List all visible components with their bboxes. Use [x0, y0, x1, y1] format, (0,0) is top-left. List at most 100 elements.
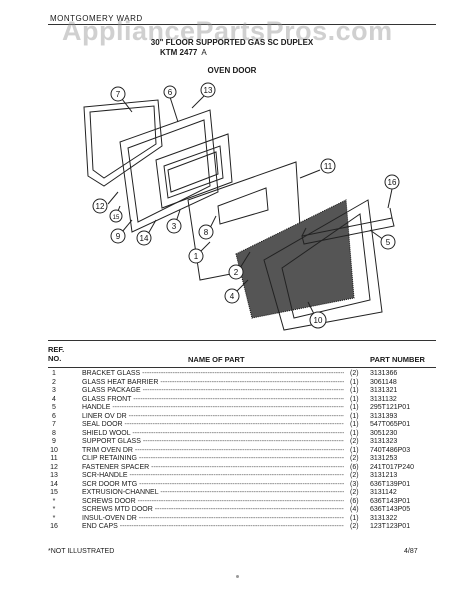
callout-9: 9: [116, 232, 121, 241]
part-number: 3131366: [370, 370, 398, 377]
table-row: 16 END CAPS (2) 123T123P01: [44, 523, 444, 532]
part-ref-number: 13: [50, 472, 58, 479]
liner-part: [119, 109, 219, 233]
part-name: SCR-HANDLE: [82, 472, 344, 481]
part-number: 295T121P01: [370, 404, 411, 411]
part-number: 3051230: [370, 429, 398, 437]
part-number: 740T486P03: [370, 446, 411, 454]
callout-5: 5: [386, 238, 391, 247]
part-name: SCREWS MTD DOOR: [82, 506, 344, 515]
part-name: SHIELD WOOL: [82, 430, 344, 439]
model-description: 30" FLOOR SUPPORTED GAS SC DUPLEX: [150, 38, 314, 47]
part-name: SCREWS DOOR: [82, 498, 344, 507]
part-number: 3131253: [370, 455, 398, 462]
part-ref-number: *: [52, 497, 56, 505]
column-header-part-number: PART NUMBER: [370, 355, 425, 364]
table-row: *SCREWS MTD DOOR(4)636T143P05: [44, 506, 444, 515]
part-ref-number: *: [52, 514, 56, 522]
callout-4: 4: [230, 292, 235, 301]
part-name: EXTRUSION-CHANNEL: [82, 489, 344, 498]
part-ref-number: 5: [52, 404, 56, 411]
part-number: 123T123P01: [370, 523, 411, 530]
model-revision: A: [201, 48, 207, 57]
part-quantity: (1): [350, 429, 359, 437]
part-quantity: (2): [350, 438, 359, 445]
part-ref-number: 4: [52, 395, 56, 403]
callout-13: 13: [204, 86, 213, 95]
part-quantity: (2): [350, 523, 359, 530]
part-ref-number: 10: [50, 446, 58, 454]
column-header-name: NAME OF PART: [188, 355, 245, 364]
trim-frame-part: [263, 199, 383, 331]
part-number: 3131142: [370, 489, 397, 496]
part-number: 3131213: [370, 472, 398, 479]
part-quantity: (1): [350, 387, 359, 394]
part-name: END CAPS: [82, 523, 344, 532]
part-name: FASTENER SPACER: [82, 464, 344, 473]
part-quantity: (1): [350, 514, 359, 522]
revision-date: 4/87: [404, 548, 418, 555]
part-ref-number: 14: [50, 480, 58, 488]
column-header-ref-line: REF.: [48, 345, 65, 354]
table-top-rule: [48, 340, 436, 341]
part-quantity: (4): [350, 506, 359, 513]
scan-speck: [236, 575, 239, 578]
handle-part: [301, 217, 395, 245]
table-row: 13 SCR-HANDLE (2) 3131213: [44, 472, 444, 481]
part-ref-number: 16: [50, 523, 58, 530]
callout-8: 8: [204, 228, 209, 237]
part-name: GLASS FRONT: [82, 396, 344, 405]
part-name: SEAL DOOR: [82, 421, 344, 430]
part-quantity: (6): [350, 463, 359, 471]
part-number: 3131321: [370, 387, 398, 394]
part-name: GLASS PACKAGE: [82, 387, 344, 396]
part-number: 3131323: [370, 438, 398, 445]
watermark: AppliancePartsPros.com: [62, 16, 393, 46]
column-header-ref: REF.NO.: [48, 345, 64, 363]
callout-11: 11: [324, 162, 333, 171]
header-bottom-rule: [48, 367, 436, 368]
callout-10: 10: [314, 316, 323, 325]
part-quantity: (2): [350, 489, 359, 496]
table-row: 10 TRIM OVEN DR (1) 740T486P03: [44, 447, 444, 456]
part-name: SCR DOOR MTG: [82, 481, 344, 490]
section-title: OVEN DOOR: [207, 66, 257, 75]
seal-door-part: [83, 99, 163, 187]
callout-16: 16: [388, 178, 397, 187]
part-ref-number: 7: [52, 421, 56, 428]
part-quantity: (1): [350, 378, 359, 386]
part-number: 3131132: [370, 395, 397, 403]
callout-14: 14: [140, 234, 149, 243]
part-number: 636T139P01: [370, 480, 411, 488]
part-name: TRIM OVEN DR: [82, 447, 344, 456]
part-quantity: (1): [350, 446, 359, 454]
part-name: LINER OV DR: [82, 413, 344, 422]
part-name: CLIP RETAINING: [82, 455, 344, 464]
part-number: 3131393: [370, 412, 398, 420]
part-ref-number: *: [52, 506, 56, 513]
callout-12: 12: [96, 202, 105, 211]
part-ref-number: 9: [52, 438, 56, 445]
part-quantity: (1): [350, 404, 359, 411]
part-quantity: (6): [350, 497, 359, 505]
part-quantity: (2): [350, 472, 359, 479]
callout-2: 2: [234, 268, 239, 277]
part-number: 3131322: [370, 514, 398, 522]
part-number: 3061148: [370, 378, 397, 386]
brand-name: MONTGOMERY WARD: [50, 14, 143, 23]
part-name: GLASS HEAT BARRIER: [82, 379, 344, 388]
model-code: KTM 2477: [160, 48, 198, 57]
callout-3: 3: [172, 222, 177, 231]
